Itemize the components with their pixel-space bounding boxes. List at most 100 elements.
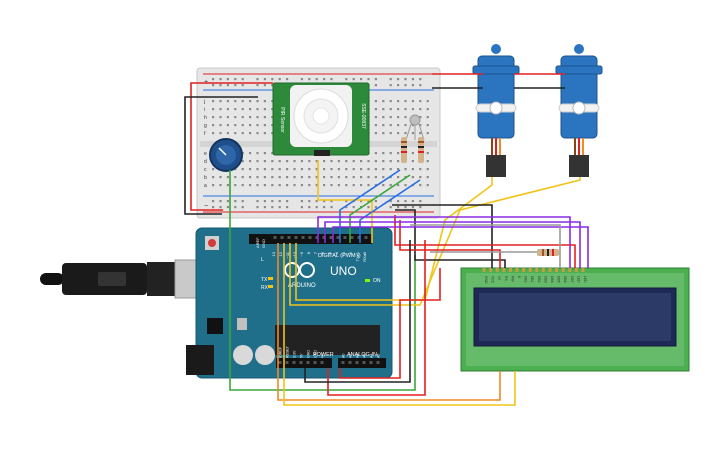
digital-pin[interactable]	[315, 236, 319, 239]
breadboard-hole	[345, 184, 348, 187]
breadboard-hole	[249, 168, 252, 171]
breadboard-hole	[234, 108, 237, 111]
lcd-pin[interactable]	[522, 268, 526, 272]
wire-purple	[317, 216, 571, 268]
digital-pin[interactable]	[357, 236, 361, 239]
lcd-pin[interactable]	[561, 268, 565, 272]
servo-icon[interactable]	[555, 44, 603, 177]
breadboard-hole	[256, 100, 259, 103]
analog-pin[interactable]	[369, 361, 373, 364]
breadboard-hole	[263, 124, 266, 127]
breadboard-hole	[315, 200, 318, 203]
digital-pin[interactable]	[329, 236, 333, 239]
resistor-icon[interactable]	[537, 249, 559, 256]
row-letter-label: c	[204, 167, 207, 173]
digital-pin-label: 2	[348, 251, 353, 254]
breadboard-hole	[345, 78, 348, 81]
lcd-pin[interactable]	[495, 268, 499, 272]
analog-pin[interactable]	[376, 361, 380, 364]
lcd-pin-label: DB7	[570, 276, 574, 283]
board-brand: ARDUINO	[288, 283, 316, 289]
wire-blue	[339, 169, 401, 243]
breadboard-hole	[300, 184, 303, 187]
breadboard-hole	[382, 160, 385, 163]
lcd-pin[interactable]	[508, 268, 512, 272]
resistor-icon[interactable]	[401, 137, 407, 163]
breadboard-hole	[256, 116, 259, 119]
power-pin[interactable]	[313, 361, 317, 364]
lcd-pin-label: DB4	[550, 276, 554, 283]
potentiometer-icon[interactable]	[209, 138, 243, 172]
row-letter-label: e	[204, 151, 207, 157]
breadboard-hole	[367, 206, 370, 209]
digital-pin[interactable]	[294, 236, 298, 239]
lcd-pin[interactable]	[502, 268, 506, 272]
digital-pin[interactable]	[343, 236, 347, 239]
lcd-pin[interactable]	[548, 268, 552, 272]
pir-sensor[interactable]: PIR Sensor SSE-90837	[272, 82, 370, 156]
breadboard-hole	[426, 124, 429, 127]
servo-icon[interactable]	[472, 44, 520, 177]
digital-pin[interactable]	[308, 236, 312, 239]
analog-pin[interactable]	[348, 361, 352, 364]
breadboard-hole	[256, 124, 259, 127]
led-icon[interactable]	[405, 114, 425, 141]
breadboard-hole	[397, 132, 400, 135]
analog-pin[interactable]	[355, 361, 359, 364]
power-pin[interactable]	[320, 361, 324, 364]
breadboard-hole	[389, 206, 392, 209]
breadboard-hole	[271, 184, 274, 187]
rail-minus-label: −	[204, 203, 208, 210]
digital-pin[interactable]	[350, 236, 354, 239]
lcd-pin[interactable]	[528, 268, 532, 272]
lcd-pin[interactable]	[482, 268, 486, 272]
rx-led-label: RX	[261, 285, 269, 291]
lcd-pin[interactable]	[568, 268, 572, 272]
breadboard-hole	[226, 100, 229, 103]
resistor-icon[interactable]	[418, 137, 424, 163]
breadboard-hole	[323, 176, 326, 179]
digital-pin-label: 7	[313, 251, 318, 254]
lcd-pin[interactable]	[489, 268, 493, 272]
digital-pin[interactable]	[364, 236, 368, 239]
digital-pin[interactable]	[280, 236, 284, 239]
power-pin[interactable]	[285, 361, 289, 364]
lcd-pin[interactable]	[515, 268, 519, 272]
breadboard-hole	[411, 132, 414, 135]
lcd-pin[interactable]	[581, 268, 585, 272]
breadboard-hole	[411, 108, 414, 111]
lcd-pin[interactable]	[555, 268, 559, 272]
breadboard-hole	[315, 184, 318, 187]
breadboard-hole	[315, 168, 318, 171]
lcd-pin-label: DB2	[537, 276, 541, 283]
lcd-pin[interactable]	[574, 268, 578, 272]
power-pin[interactable]	[299, 361, 303, 364]
breadboard-hole	[345, 200, 348, 203]
digital-pin[interactable]	[301, 236, 305, 239]
digital-pin[interactable]	[322, 236, 326, 239]
wire-gray	[410, 224, 561, 268]
power-pin[interactable]	[278, 361, 282, 364]
breadboard-hole	[330, 168, 333, 171]
power-pin[interactable]	[306, 361, 310, 364]
breadboard-hole	[382, 108, 385, 111]
lcd-pin[interactable]	[541, 268, 545, 272]
breadboard-hole	[352, 184, 355, 187]
breadboard-hole	[212, 100, 215, 103]
breadboard-hole	[374, 108, 377, 111]
lcd-pin-label: E	[517, 276, 521, 279]
digital-pin[interactable]	[336, 236, 340, 239]
lcd-pin-label: V0	[497, 276, 501, 280]
lcd-pin-label: DB1	[530, 276, 534, 283]
arduino-uno-board[interactable]: UNO ARDUINO DIGITAL (PWM~) POWER ANALOG …	[186, 227, 393, 379]
digital-pin[interactable]	[287, 236, 291, 239]
power-pin[interactable]	[292, 361, 296, 364]
breadboard-hole	[226, 184, 229, 187]
analog-pin[interactable]	[362, 361, 366, 364]
digital-pin[interactable]	[273, 236, 277, 239]
breadboard-hole	[219, 176, 222, 179]
lcd-pin[interactable]	[535, 268, 539, 272]
analog-pin[interactable]	[341, 361, 345, 364]
